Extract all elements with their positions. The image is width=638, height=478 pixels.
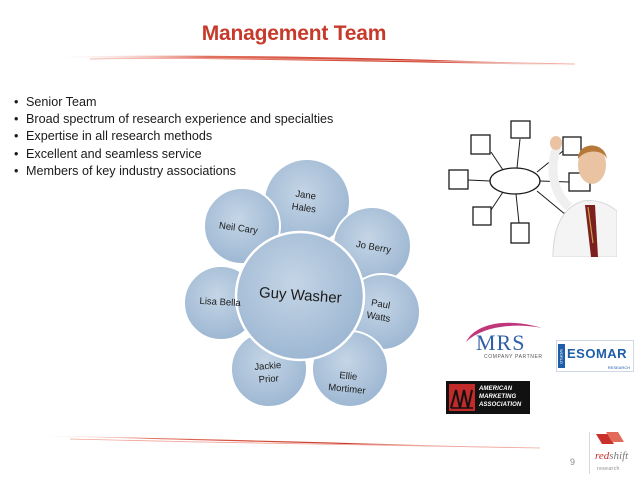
member-label-line: Jackie <box>254 360 282 373</box>
member-label-jane-hales: Jane Hales <box>291 189 317 216</box>
esomar-subtitle: RESEARCH <box>607 365 630 370</box>
redshift-logo: redshift research <box>594 430 636 476</box>
mrs-logo: MRS COMPANY PARTNER <box>462 318 552 362</box>
center-circle <box>234 230 366 362</box>
team-diagram: Guy Washer Jane Hales Jo Berry Paul Watt… <box>183 158 421 408</box>
ama-line: MARKETING <box>479 394 517 400</box>
member-label-line: Hales <box>291 201 317 215</box>
bullet-item: Members of key industry associations <box>14 163 333 180</box>
mind-map-illustration <box>448 120 617 257</box>
esomar-logo: WORLD ESOMAR RESEARCH <box>556 340 634 372</box>
esomar-wordmark: ESOMAR <box>567 346 628 361</box>
esomar-side-label: WORLD <box>558 344 565 368</box>
redshift-shift: shift <box>609 450 629 462</box>
footer-divider <box>589 432 590 474</box>
redshift-mark-icon <box>596 432 624 444</box>
bullet-item: Expertise in all research methods <box>14 128 333 145</box>
bullet-item: Broad spectrum of research experience an… <box>14 111 333 128</box>
redshift-research: research <box>597 466 620 472</box>
mind-map-center <box>489 167 541 195</box>
member-label-line: Watts <box>366 310 392 325</box>
member-label-neil-cary: Neil Cary <box>218 220 258 236</box>
member-label-line: Prior <box>258 373 279 385</box>
member-label-line: Ellie <box>339 370 358 383</box>
bullet-item: Senior Team <box>14 94 333 111</box>
member-label-paul-watts: Paul Watts <box>366 297 392 325</box>
center-label: Guy Washer <box>258 284 342 307</box>
mrs-wordmark: MRS <box>476 330 526 355</box>
bullet-list: Senior Team Broad spectrum of research e… <box>14 94 333 180</box>
mrs-subtitle: COMPANY PARTNER <box>484 354 543 360</box>
member-label-line: Mortimer <box>328 382 366 397</box>
bottom-swoosh <box>10 435 560 449</box>
bullet-item: Excellent and seamless service <box>14 146 333 163</box>
ama-mark-icon <box>449 384 475 411</box>
top-swoosh <box>40 55 600 66</box>
ama-logo: AMERICAN MARKETING ASSOCIATION <box>446 381 530 414</box>
page-number: 9 <box>570 457 576 467</box>
ama-wordmark: AMERICAN MARKETING ASSOCIATION <box>479 385 521 409</box>
ama-line: ASSOCIATION <box>479 402 522 408</box>
ama-line: AMERICAN <box>479 386 513 392</box>
member-label-line: Jane <box>295 189 317 203</box>
redshift-wordmark: redshift <box>595 450 628 462</box>
member-label-ellie-mortimer: Ellie Mortimer <box>328 370 366 397</box>
member-label-lisa-bella: Lisa Bella <box>199 296 241 309</box>
member-label-line: Paul <box>370 297 391 311</box>
man-figure <box>548 136 617 257</box>
slide-title: Management Team <box>201 22 387 45</box>
member-label-jackie-prior: Jackie Prior <box>254 360 282 386</box>
redshift-red: red <box>595 450 610 462</box>
mrs-swoosh <box>466 322 542 342</box>
